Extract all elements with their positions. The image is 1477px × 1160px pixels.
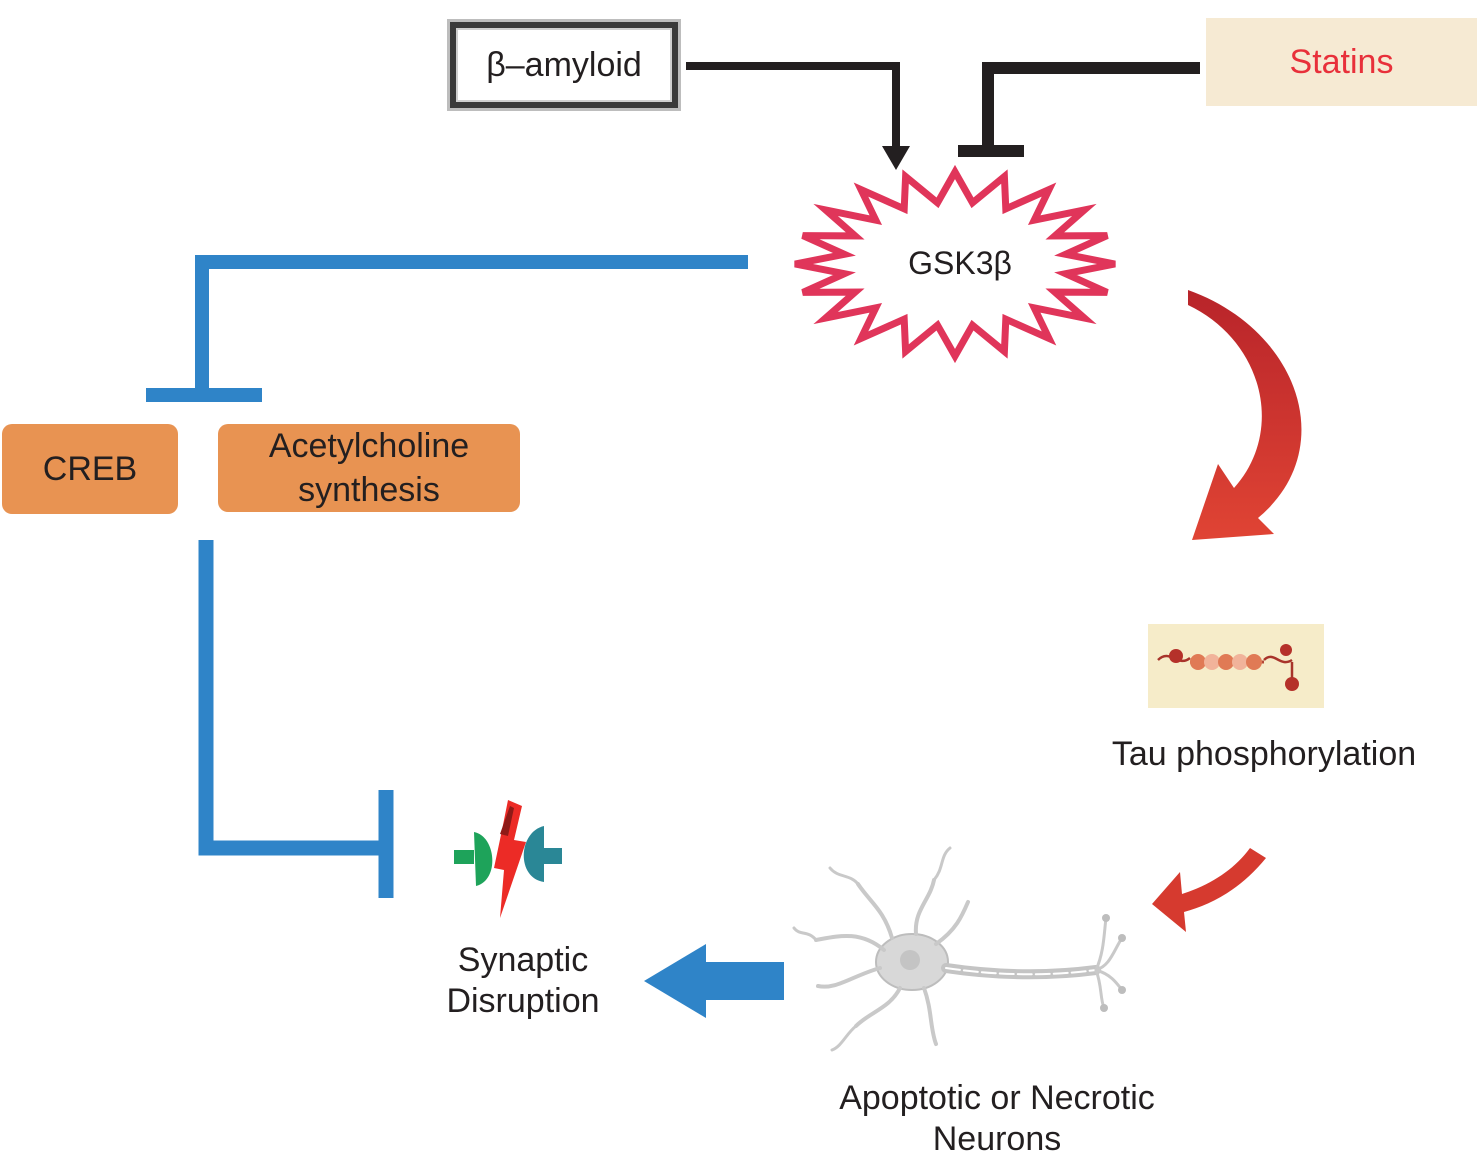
statins-inhibition-line xyxy=(958,62,1200,157)
amyloid-activation-arrow xyxy=(686,62,910,170)
acetylcholine-node: Acetylcholine synthesis xyxy=(218,424,520,512)
neurons-to-synaptic-arrow xyxy=(644,944,784,1018)
gsk3b-label: GSK3β xyxy=(908,245,1012,281)
tau-protein-icon xyxy=(1148,624,1324,708)
beta-amyloid-node: β–amyloid xyxy=(450,22,678,108)
tau-phosphorylation-label: Tau phosphorylation xyxy=(1111,735,1417,773)
creb-inhibition-line xyxy=(198,540,394,898)
acetylcholine-label: Acetylcholine synthesis xyxy=(268,426,470,509)
synaptic-disruption-label: Synaptic Disruption xyxy=(446,941,600,1020)
beta-amyloid-label: β–amyloid xyxy=(486,45,642,84)
statins-label: Statins xyxy=(1289,42,1394,81)
gsk3b-burst-shape xyxy=(794,164,1116,364)
creb-node: CREB xyxy=(2,424,178,514)
statins-node: Statins xyxy=(1206,18,1477,106)
synapse-icon xyxy=(454,800,562,918)
gsk-inhibition-line xyxy=(146,255,748,402)
gsk-to-tau-arrow xyxy=(1188,290,1302,540)
neurons-label: Apoptotic or Necrotic Neurons xyxy=(839,1079,1155,1158)
tau-to-neurons-arrow xyxy=(1152,848,1266,932)
creb-label: CREB xyxy=(42,449,138,488)
neuron-icon xyxy=(792,846,1126,1052)
